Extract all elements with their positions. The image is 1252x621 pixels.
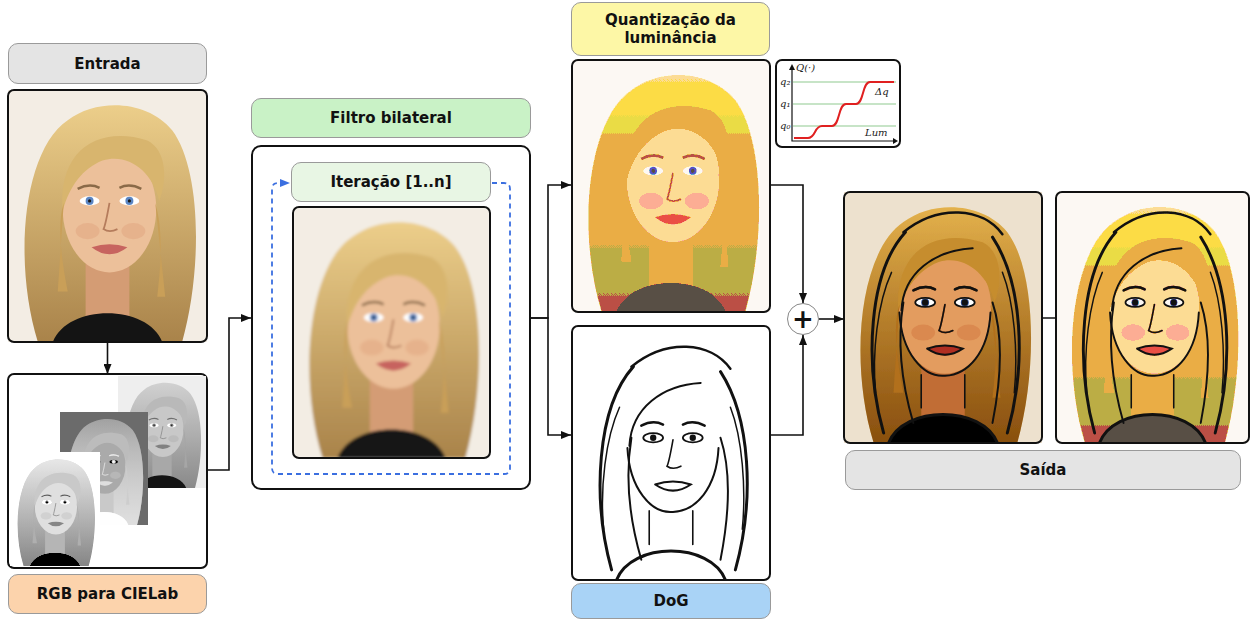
stage-label: Iteração [1..n]	[291, 162, 491, 202]
image-frame	[844, 192, 1042, 443]
channel-b	[10, 452, 100, 566]
image-frame	[8, 90, 207, 342]
chart-frame	[776, 60, 900, 147]
output-photo	[1056, 192, 1249, 443]
stage-label: Entrada	[8, 43, 207, 84]
flow-arrow	[107, 343, 109, 374]
chart-label: q₁	[779, 98, 791, 109]
filtered-photo	[293, 207, 490, 458]
output-stage: Saída	[844, 192, 1249, 490]
flow-arrow	[531, 318, 571, 435]
chart-label: q₂	[779, 76, 791, 87]
chart-label: Q(·)	[795, 62, 816, 73]
flow-arrow	[207, 318, 251, 470]
chart-label: Lum	[864, 127, 889, 138]
chart-label: Δq	[874, 86, 890, 97]
image-frame	[8, 374, 207, 568]
input-photo	[8, 90, 207, 342]
stage-label: Quantização da luminância	[571, 2, 770, 56]
quantization-stage: Quantização da luminância	[571, 2, 770, 312]
sum-node: +	[787, 303, 819, 335]
image-frame	[1056, 192, 1249, 443]
quantized-photo	[572, 60, 770, 312]
image-frame	[293, 207, 490, 458]
flow-arrow	[531, 185, 571, 318]
stage-label: Saída	[845, 450, 1241, 490]
stage-label: RGB para CIELab	[8, 574, 207, 614]
joiner-line	[1042, 317, 1056, 319]
flow-arrow	[771, 335, 803, 435]
flow-arrow	[819, 318, 844, 320]
chart-label: q₀	[779, 120, 791, 131]
stage-label: DoG	[571, 583, 771, 619]
bilateral-filter-stage: Filtro bilateralIteração [1..n]	[251, 98, 531, 490]
color-conversion-stage: RGB para CIELab	[8, 374, 207, 614]
flow-arrow	[770, 185, 803, 303]
image-frame	[572, 326, 770, 580]
dog-stage: DoG	[571, 326, 771, 619]
input-stage: Entrada	[8, 43, 207, 343]
iteration-stage: Iteração [1..n]	[291, 162, 491, 459]
image-frame	[572, 60, 770, 312]
quantization-chart	[789, 64, 898, 144]
dog-edges	[600, 347, 747, 580]
iteration-loop	[272, 183, 510, 474]
output-photo	[844, 192, 1042, 443]
sum-symbol: +	[787, 303, 819, 335]
stage-label: Filtro bilateral	[251, 98, 531, 138]
